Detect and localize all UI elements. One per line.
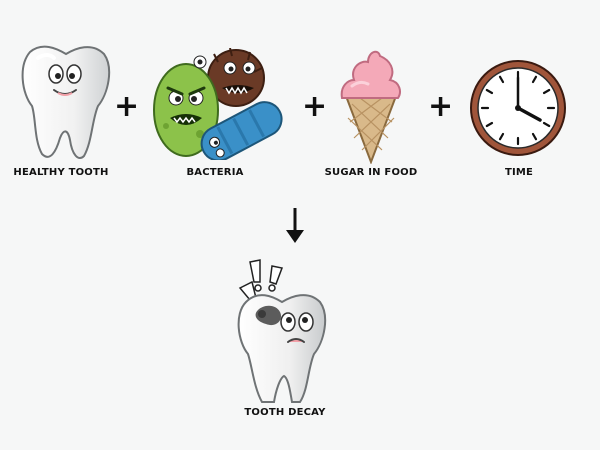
plus-operator-2: + bbox=[302, 89, 328, 124]
time-label: TIME bbox=[504, 167, 534, 178]
tooth-decay-label: TOOTH DECAY bbox=[244, 407, 326, 418]
clock-icon bbox=[470, 60, 566, 156]
ice-cream-icon bbox=[340, 50, 401, 164]
healthy-tooth-label: HEALTHY TOOTH bbox=[13, 167, 109, 178]
healthy-tooth-icon bbox=[21, 45, 111, 159]
plus-operator-3: + bbox=[428, 89, 454, 124]
decayed-tooth-icon bbox=[237, 259, 327, 403]
plus-operator-1: + bbox=[114, 89, 140, 124]
bacteria-label: BACTERIA bbox=[186, 167, 244, 178]
bacteria-icon bbox=[153, 48, 283, 160]
sugar-in-food-label: SUGAR IN FOOD bbox=[324, 167, 418, 178]
down-arrow-icon bbox=[286, 208, 304, 243]
